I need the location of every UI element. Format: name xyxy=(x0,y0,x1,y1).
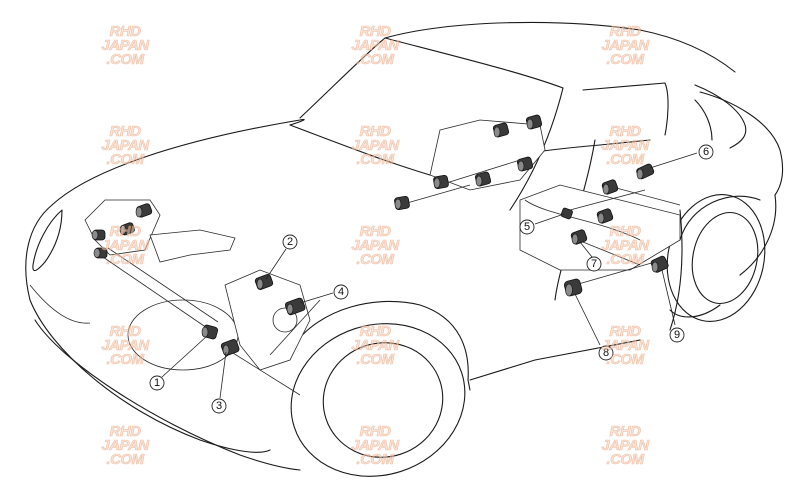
rear-bumper-lower xyxy=(669,304,721,318)
hood-outline xyxy=(51,118,305,206)
callout-2: 2 xyxy=(282,234,298,250)
leader-4 xyxy=(299,292,334,304)
callout-6-label: 6 xyxy=(703,146,709,158)
rear-lower-arm xyxy=(574,239,656,286)
front-tire-outer xyxy=(290,323,466,477)
rear-suspension xyxy=(399,119,681,286)
detail-ellipse xyxy=(127,299,239,371)
bushing-diff-b xyxy=(525,114,543,130)
callout-4: 4 xyxy=(333,284,349,300)
callout-1-label: 1 xyxy=(154,377,160,389)
bushing-5 xyxy=(560,207,573,220)
callout-9-label: 9 xyxy=(674,329,680,341)
rear-quarter xyxy=(739,194,777,276)
bushing-arm-c xyxy=(394,195,410,211)
leader-3 xyxy=(219,351,227,399)
bushing-2 xyxy=(254,274,274,290)
steering-rack xyxy=(149,229,236,263)
bushing-7 xyxy=(570,229,588,245)
callout-1: 1 xyxy=(149,375,165,391)
callout-5: 5 xyxy=(519,219,535,235)
bushing-front-mount-c xyxy=(91,229,106,241)
leader-2 xyxy=(265,248,287,280)
front-wheel xyxy=(289,300,471,477)
callout-7-label: 7 xyxy=(591,258,597,270)
callouts: 1 2 3 4 5 6 7 8 9 xyxy=(149,144,714,414)
leader-lines xyxy=(161,152,698,399)
bumper-crease xyxy=(29,284,91,324)
bushing-rear-upper-a xyxy=(601,179,619,195)
hardtop-rear xyxy=(694,84,747,149)
leader-5 xyxy=(534,213,565,225)
side-sill xyxy=(469,339,641,381)
bushing-6 xyxy=(636,163,655,180)
callout-8-label: 8 xyxy=(603,347,609,359)
bushing-8 xyxy=(563,278,583,297)
callout-5-label: 5 xyxy=(524,221,530,233)
callout-3-label: 3 xyxy=(216,400,222,412)
side-window xyxy=(582,82,669,136)
windshield-frame xyxy=(299,21,736,119)
windshield-top xyxy=(384,37,564,89)
callout-6: 6 xyxy=(698,144,714,160)
rear-tire-inner xyxy=(691,211,759,305)
rear-arm-upper xyxy=(399,159,521,206)
headlight xyxy=(32,209,63,272)
windshield-lower xyxy=(289,124,431,176)
bushing-arm-a xyxy=(433,174,449,190)
bushing-diff-c xyxy=(516,156,534,172)
leader-7 xyxy=(579,241,593,258)
rear-sway-bar xyxy=(524,199,641,241)
rear-tire-outer xyxy=(666,194,766,322)
lower-arm-line xyxy=(224,299,321,396)
rear-deck xyxy=(699,91,784,196)
bushing-diff-a xyxy=(492,122,510,138)
strut-mount xyxy=(272,307,298,333)
callout-4-label: 4 xyxy=(338,286,344,298)
bushing-1 xyxy=(201,324,219,340)
rear-subframe xyxy=(519,184,681,271)
callout-8: 8 xyxy=(598,345,614,361)
bushing-front-mount-d xyxy=(93,247,108,259)
front-lower-edge xyxy=(34,319,301,471)
rear-fender-arch xyxy=(679,195,761,241)
rear-wheel xyxy=(666,194,766,322)
front-knuckle xyxy=(224,269,311,371)
front-frame-rail xyxy=(99,247,219,331)
leader-1 xyxy=(161,335,208,378)
front-tire-inner xyxy=(322,342,444,458)
bushing-front-mount-a xyxy=(135,203,153,218)
callout-7: 7 xyxy=(586,256,602,272)
callout-2-label: 2 xyxy=(287,236,293,248)
callout-3: 3 xyxy=(211,398,227,414)
bushings xyxy=(91,114,669,356)
leader-6 xyxy=(649,152,698,169)
callout-9: 9 xyxy=(669,327,685,343)
bushing-4 xyxy=(284,297,306,316)
front-fender-arch xyxy=(289,300,471,391)
leader-8 xyxy=(574,293,601,346)
leader-9 xyxy=(661,269,676,326)
rear-deck-inner xyxy=(694,99,713,141)
door-rear-edge xyxy=(669,209,683,331)
bushing-arm-b xyxy=(474,171,492,187)
bushing-3 xyxy=(220,339,240,356)
bushing-9 xyxy=(650,255,669,273)
bushing-rear-upper-b xyxy=(596,208,614,224)
bushing-front-mount-b xyxy=(119,222,135,236)
front-bumper xyxy=(25,204,271,453)
